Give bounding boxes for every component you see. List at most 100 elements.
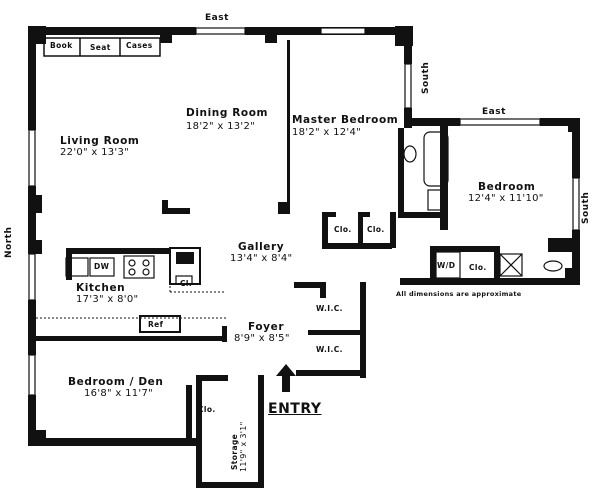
wall [294, 282, 320, 288]
bedroom-den-dims: 16'8" x 11'7" [84, 388, 154, 399]
closet-label: Clo. [367, 225, 385, 234]
wall [320, 282, 326, 298]
master-bedroom-name: Master Bedroom [292, 114, 399, 126]
top-wall [44, 27, 196, 35]
wall [308, 370, 366, 376]
burner [142, 268, 150, 276]
wall-pier [28, 195, 42, 213]
toilet [543, 260, 563, 272]
wall-pier [278, 202, 290, 214]
wall [360, 212, 370, 217]
ref-label: Ref [148, 320, 164, 329]
wall [222, 326, 227, 342]
wall [440, 126, 448, 230]
approximate-note: All dimensions are approximate [396, 290, 522, 298]
dw-label: DW [94, 262, 110, 271]
wall [390, 212, 396, 248]
seat-label: Seat [90, 43, 111, 52]
compass-east-top: East [205, 13, 229, 23]
bedroom-den-name: Bedroom / Den [68, 376, 164, 388]
gallery-dims: 13'4" x 8'4" [230, 253, 293, 264]
bookcase [43, 37, 161, 57]
stove [123, 255, 155, 279]
entry-arrow [276, 364, 296, 392]
right-wall [572, 230, 580, 280]
window [28, 129, 36, 187]
cases-label: Cases [126, 41, 153, 50]
window [572, 177, 580, 231]
wall [440, 118, 460, 126]
wall [430, 246, 436, 280]
wall [322, 212, 336, 217]
window [459, 118, 541, 126]
left-wall [28, 40, 36, 130]
burner [128, 259, 136, 267]
bedroom-dims: 12'4" x 11'10" [468, 193, 544, 204]
bottom-wall [400, 278, 580, 285]
window [195, 27, 246, 35]
window [404, 63, 412, 109]
gallery-name: Gallery [238, 241, 285, 253]
walk-in-closet-label: W.I.C. [316, 345, 343, 354]
wall-pier [548, 238, 578, 252]
wall [196, 375, 228, 381]
dishwasher [89, 257, 115, 277]
counter-lines [36, 254, 226, 319]
left-wall [28, 300, 36, 355]
closet-label: Clo. [469, 263, 487, 272]
wall-pier [160, 27, 172, 43]
cabinet [175, 275, 193, 285]
closet-label: Clo. [334, 225, 352, 234]
wall [258, 375, 264, 488]
wall [494, 246, 500, 280]
bathtub [423, 131, 449, 187]
wall-pier [28, 240, 42, 254]
wall [358, 212, 363, 246]
left-wall [28, 395, 36, 445]
wall [322, 212, 328, 248]
wall-pier [265, 27, 277, 43]
washer-dryer [435, 251, 461, 279]
bedroom-name: Bedroom [478, 181, 536, 193]
kitchen-name: Kitchen [76, 282, 126, 294]
window [28, 354, 36, 396]
toilet [403, 145, 417, 163]
bottom-wall [28, 438, 198, 446]
window [28, 253, 36, 301]
foyer-dims: 8'9" x 8'5" [234, 333, 290, 344]
dining-room-name: Dining Room [186, 107, 269, 119]
wall [308, 330, 366, 335]
kitchen-dims: 17'3" x 8'0" [76, 294, 139, 305]
compass-south-right: South [581, 191, 591, 224]
wall [404, 118, 442, 126]
burner [142, 259, 150, 267]
kitchen-appliances [65, 255, 193, 285]
counter [66, 248, 170, 254]
bath-fixtures [403, 131, 563, 279]
living-room-name: Living Room [60, 135, 140, 147]
cabinet [176, 252, 194, 264]
wall [196, 482, 262, 488]
entry-label: ENTRY [268, 401, 322, 417]
left-wall [28, 186, 36, 246]
sink [427, 189, 445, 211]
compass-north: North [4, 226, 14, 258]
compass-east-right: East [482, 107, 506, 117]
storage-name: Storage [230, 433, 239, 470]
book-label: Book [50, 41, 73, 50]
windows [28, 27, 580, 396]
sink [65, 257, 89, 277]
walk-in-closet-label: W.I.C. [316, 304, 343, 313]
wall [196, 375, 202, 487]
wall [322, 243, 392, 249]
wall [540, 118, 580, 126]
master-bedroom-dims: 18'2" x 12'4" [292, 127, 362, 138]
wall [36, 336, 224, 341]
washer-dryer-label: W/D [437, 261, 456, 270]
walls [28, 26, 580, 488]
living-room-dims: 22'0" x 13'3" [60, 147, 130, 158]
burner [128, 268, 136, 276]
bookcase-outline [43, 37, 161, 57]
